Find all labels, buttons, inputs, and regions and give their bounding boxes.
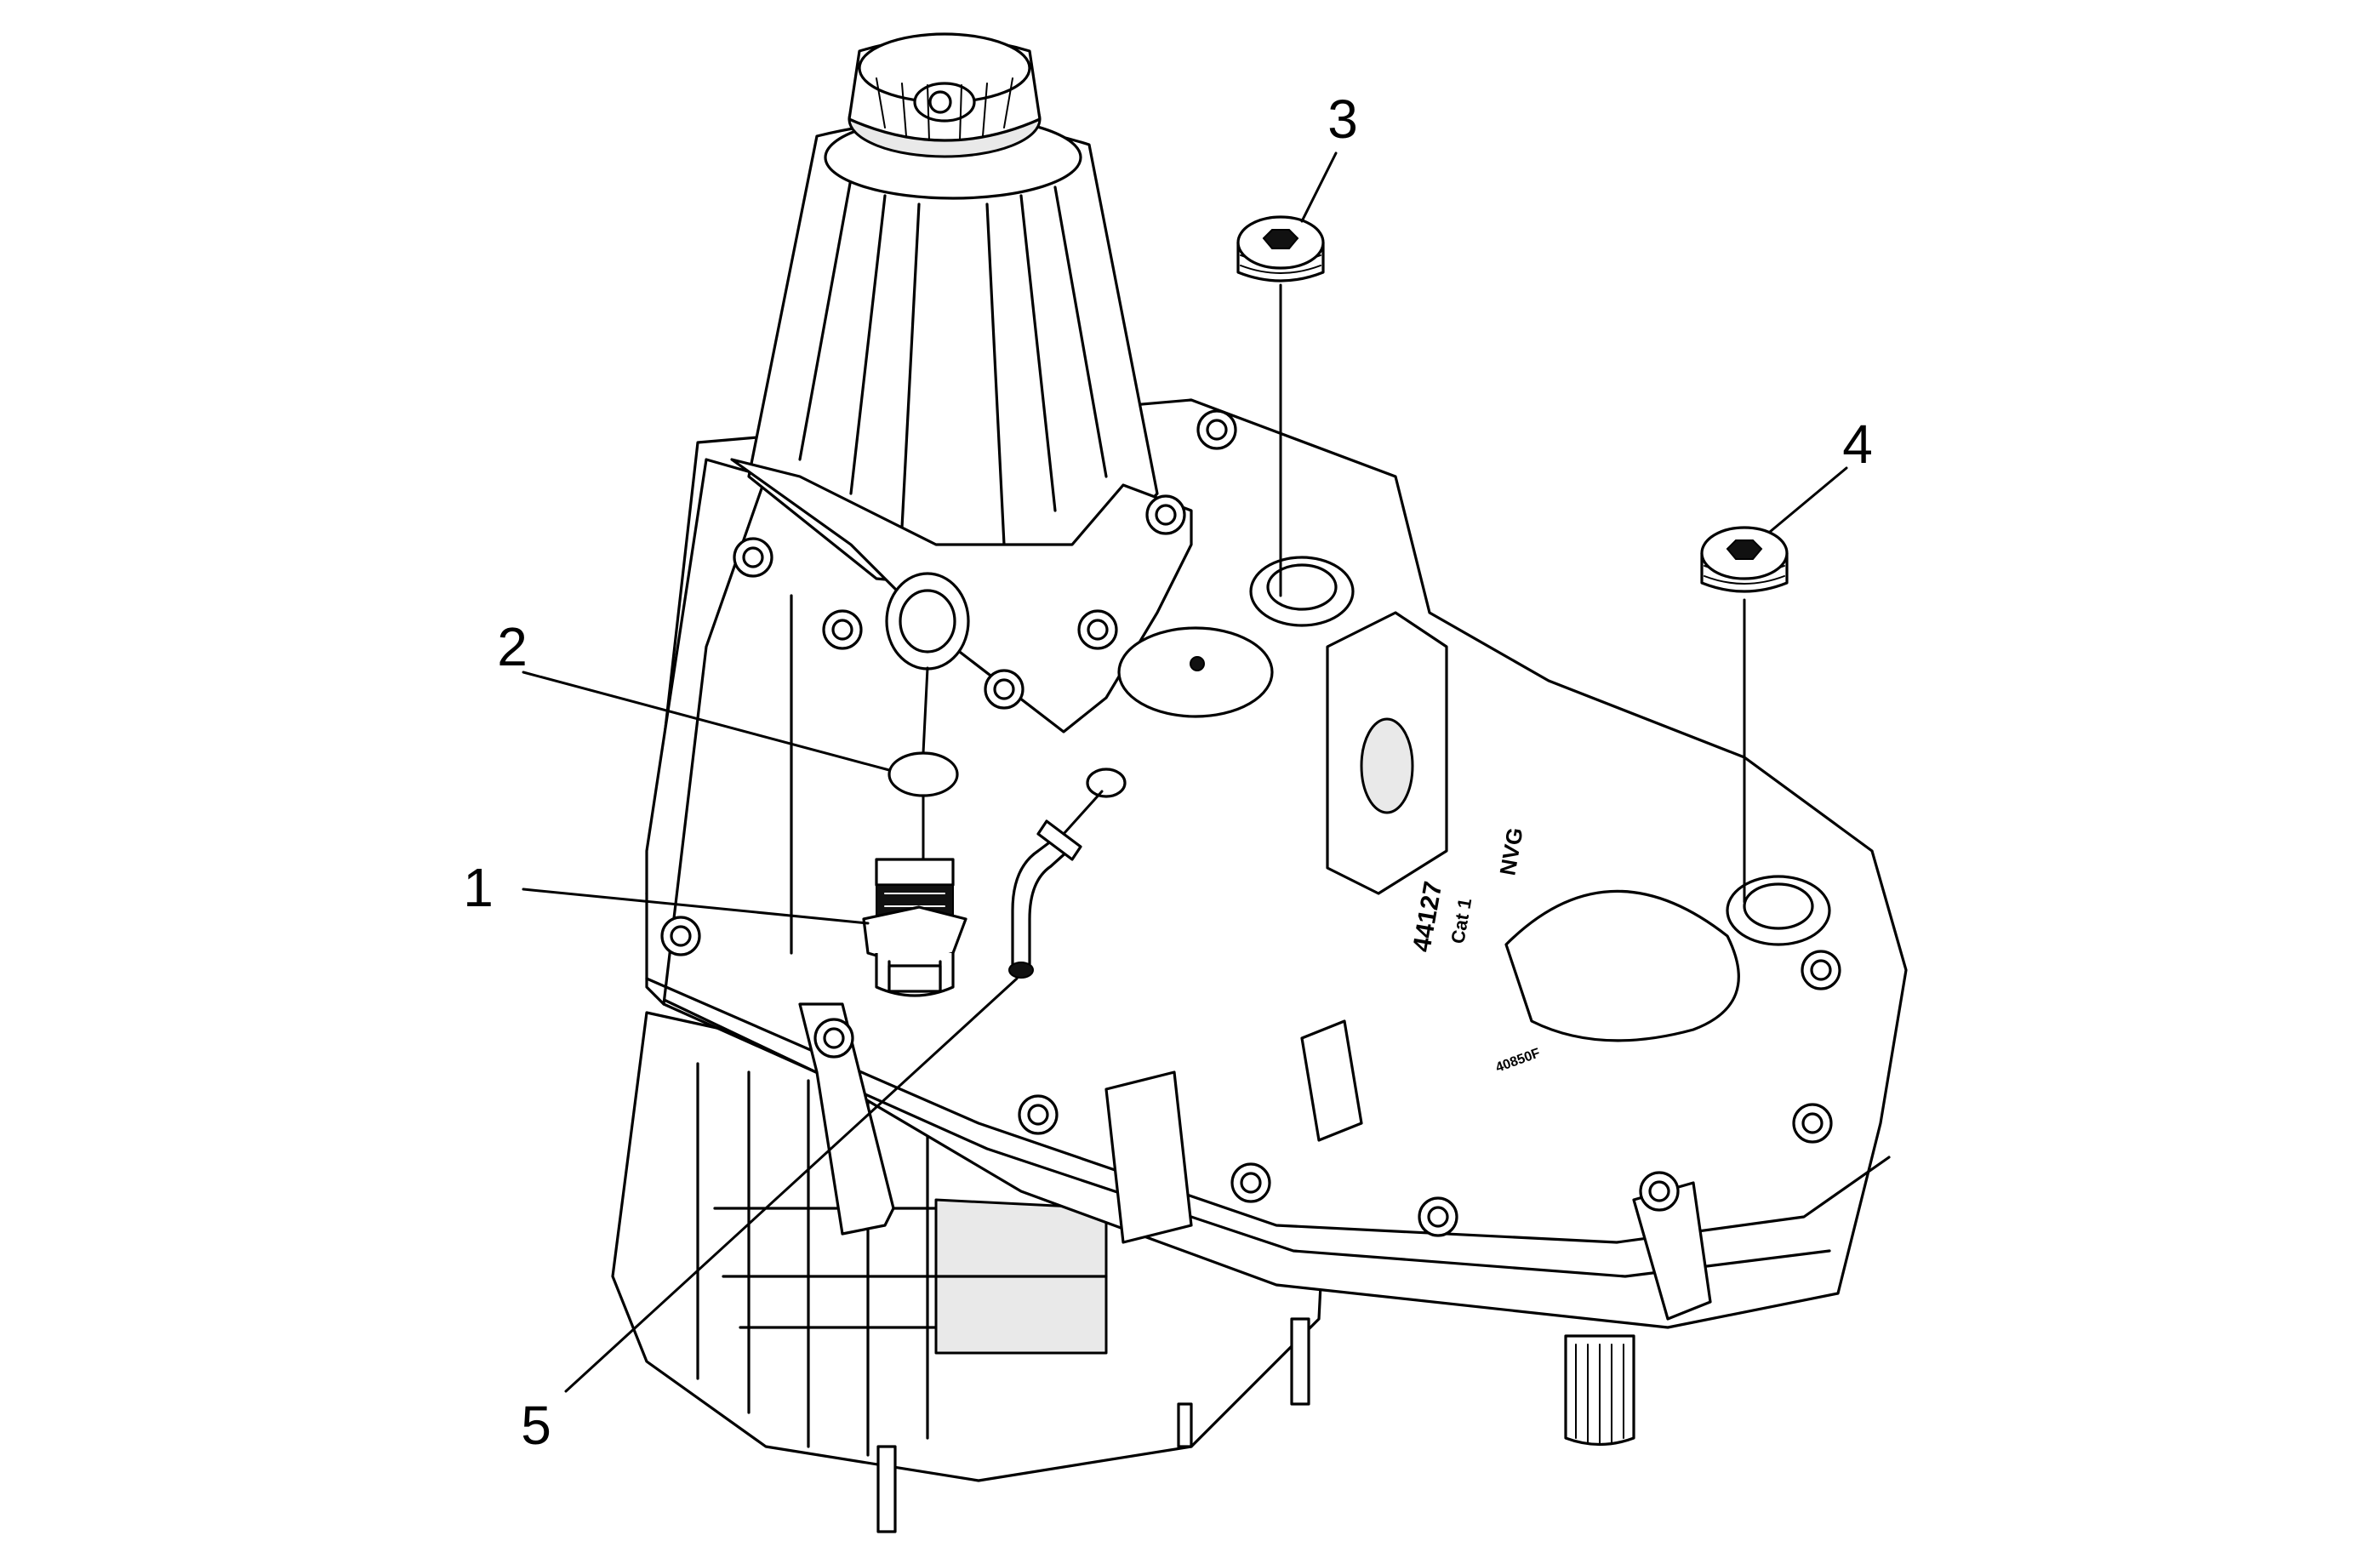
- fill-plug: [1236, 215, 1325, 283]
- callouts: 1 2 3 4 5: [463, 88, 1873, 1456]
- vent-hose: [1008, 819, 1082, 979]
- oil-pump-cover: [1117, 626, 1274, 718]
- mounting-studs: [876, 1317, 1310, 1533]
- callout-2: 2: [497, 616, 528, 677]
- case-bolts: [660, 409, 1841, 1237]
- leader-line-1: [522, 888, 870, 925]
- callout-3: 3: [1327, 88, 1358, 150]
- center-dome-cover: [1504, 889, 1740, 1042]
- bracket-tabs: [798, 1002, 1712, 1321]
- install-path-5: [1062, 790, 1104, 836]
- leader-line-4: [1768, 466, 1848, 534]
- front-output-spline: [1564, 1334, 1635, 1447]
- plug-bosses: [1249, 556, 1831, 946]
- callout-4: 4: [1842, 414, 1873, 475]
- drain-plug: [1700, 526, 1789, 593]
- vent-port: [1086, 768, 1127, 798]
- leader-line-3: [1300, 151, 1338, 223]
- transfer-case-body: 44127 Cat 1 NVG 40850F: [611, 32, 1908, 1533]
- housing-ribs: [696, 1062, 1108, 1457]
- leader-line-5: [564, 977, 1019, 1393]
- callout-5: 5: [521, 1395, 551, 1456]
- mounting-ears: [1104, 611, 1448, 1244]
- rear-output-cone: [747, 32, 1159, 597]
- leader-line-2: [522, 671, 891, 772]
- speed-sensor: [862, 858, 967, 997]
- install-path-2: [922, 666, 929, 755]
- leader-lines: [522, 151, 1848, 1393]
- callout-1: 1: [463, 857, 494, 918]
- o-ring-seal: [888, 751, 959, 797]
